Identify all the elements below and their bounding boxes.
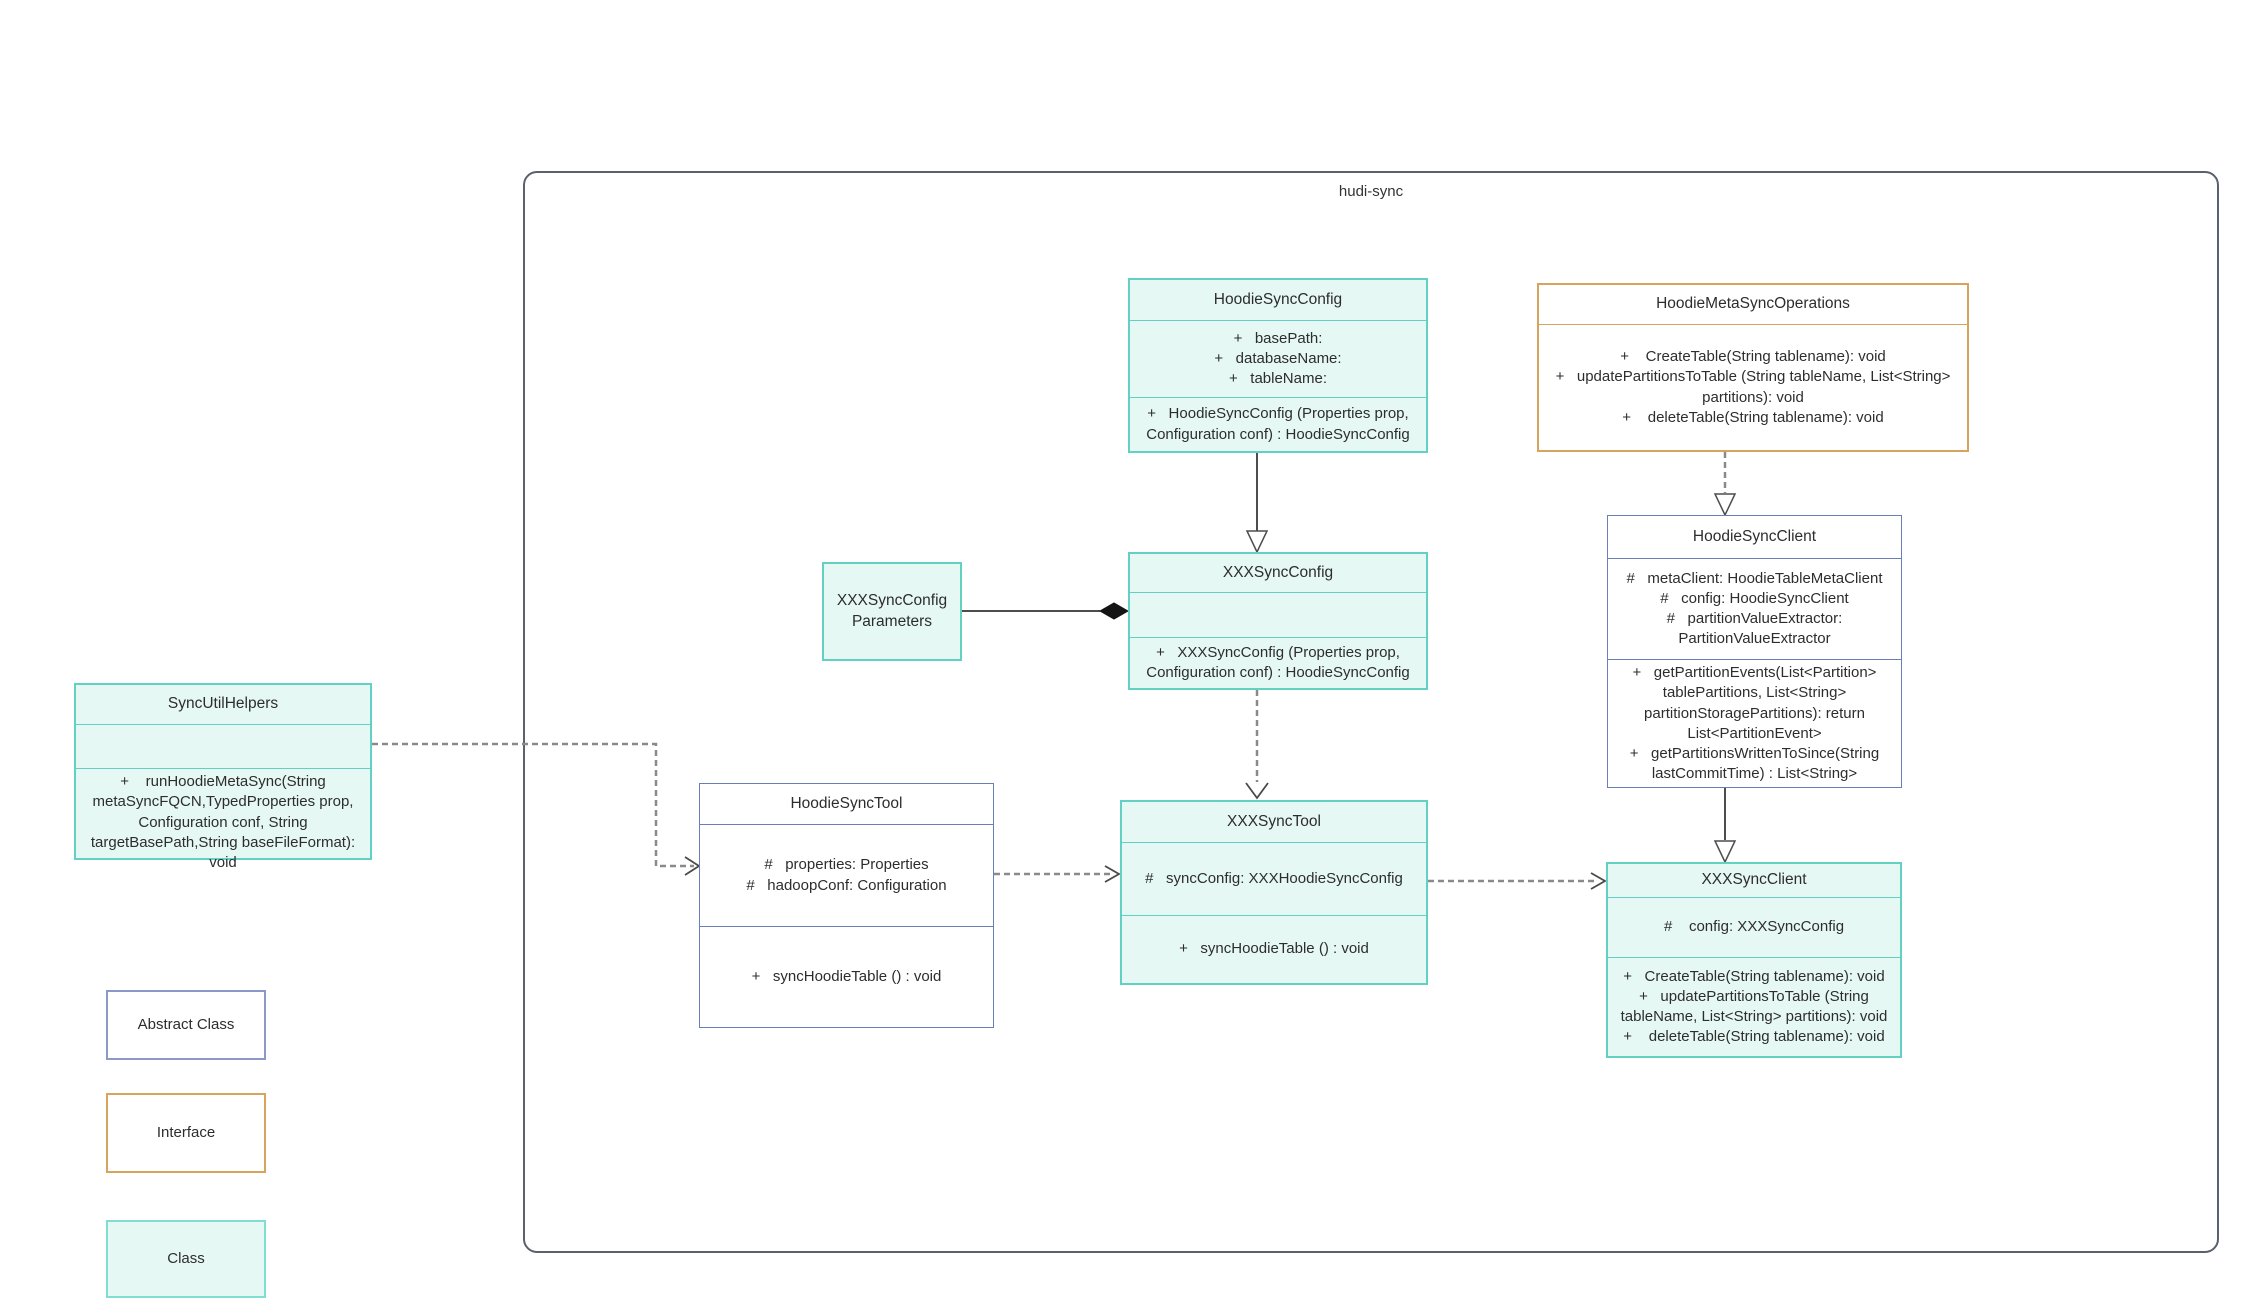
class-xxx-sync-config: XXXSyncConfig + XXXSyncConfig (Propertie… <box>1128 552 1428 690</box>
attribute: # hadoopConf: Configuration <box>746 876 947 894</box>
class-methods: + CreateTable(String tablename): void + … <box>1608 957 1900 1056</box>
class-methods: + runHoodieMetaSync(String metaSyncFQCN,… <box>76 768 370 876</box>
class-title-row: XXXSyncConfig <box>1130 554 1426 592</box>
class-title: XXXSyncConfigParameters <box>836 591 948 630</box>
class-title: SyncUtilHelpers <box>167 695 279 713</box>
class-sync-util-helpers: SyncUtilHelpers + runHoodieMetaSync(Stri… <box>74 683 372 871</box>
legend-class: Class <box>106 1220 266 1298</box>
class-title: HoodieSyncClient <box>1692 527 1817 545</box>
method: + HoodieSyncConfig (Properties prop, Con… <box>1146 405 1413 443</box>
class-title: HoodieSyncConfig <box>1213 290 1343 308</box>
method: + runHoodieMetaSync(String metaSyncFQCN,… <box>90 773 360 871</box>
interface-hoodie-meta-sync-operations: HoodieMetaSyncOperations + CreateTable(S… <box>1537 283 1969 452</box>
method: + syncHoodieTable () : void <box>751 967 942 985</box>
class-title-row: HoodieMetaSyncOperations <box>1539 285 1967 324</box>
class-attributes: # config: XXXSyncConfig <box>1608 897 1900 957</box>
class-attributes: # metaClient: HoodieTableMetaClient # co… <box>1608 558 1901 659</box>
class-xxx-sync-config-parameters: XXXSyncConfigParameters <box>822 562 962 661</box>
attribute: + basePath: <box>1233 329 1323 347</box>
legend-label: Class <box>167 1249 205 1267</box>
abstract-class-hoodie-sync-tool: HoodieSyncTool # properties: Properties … <box>699 783 994 1028</box>
method: + getPartitionEvents(List<Partition> tab… <box>1632 664 1881 742</box>
class-title-row: SyncUtilHelpers <box>76 685 370 724</box>
class-title-row: XXXSyncClient <box>1608 864 1900 897</box>
attribute: + tableName: <box>1229 370 1327 388</box>
attribute: # partitionValueExtractor: PartitionValu… <box>1666 610 1847 648</box>
class-attributes: + basePath: + databaseName: + tableName: <box>1130 320 1426 397</box>
class-title: HoodieSyncTool <box>790 794 903 812</box>
class-xxx-sync-tool: XXXSyncTool # syncConfig: XXXHoodieSyncC… <box>1120 800 1428 985</box>
attribute: + databaseName: <box>1214 349 1342 367</box>
class-methods: + syncHoodieTable () : void <box>1122 915 1426 983</box>
attribute: # config: HoodieSyncClient <box>1660 589 1849 607</box>
class-methods: + syncHoodieTable () : void <box>700 926 993 1027</box>
legend-abstract-class: Abstract Class <box>106 990 266 1060</box>
method: + updatePartitionsToTable (String tableN… <box>1620 987 1888 1025</box>
container-title: hudi-sync <box>1338 183 1404 200</box>
class-title-row: HoodieSyncTool <box>700 784 993 824</box>
class-title: HoodieMetaSyncOperations <box>1656 295 1850 313</box>
class-hoodie-sync-config: HoodieSyncConfig + basePath: + databaseN… <box>1128 278 1428 453</box>
class-title-row: XXXSyncConfigParameters <box>824 564 960 659</box>
attribute: # syncConfig: XXXHoodieSyncConfig <box>1145 869 1403 887</box>
class-title-row: XXXSyncTool <box>1122 802 1426 842</box>
method: + CreateTable(String tablename): void <box>1623 967 1885 985</box>
class-attributes: # properties: Properties # hadoopConf: C… <box>700 824 993 926</box>
legend-label: Interface <box>156 1123 216 1141</box>
method: + syncHoodieTable () : void <box>1179 940 1369 958</box>
method: + updatePartitionsToTable (String tableN… <box>1555 368 1955 406</box>
attribute: # properties: Properties <box>764 856 929 874</box>
class-title: XXXSyncClient <box>1701 871 1807 889</box>
class-title: XXXSyncConfig <box>1222 563 1334 581</box>
attribute: # metaClient: HoodieTableMetaClient <box>1626 569 1883 587</box>
hudi-sync-container <box>523 171 2219 1253</box>
class-methods: + getPartitionEvents(List<Partition> tab… <box>1608 659 1901 788</box>
method: + deleteTable(String tablename): void <box>1622 408 1884 426</box>
abstract-class-hoodie-sync-client: HoodieSyncClient # metaClient: HoodieTab… <box>1607 515 1902 788</box>
method: + CreateTable(String tablename): void <box>1620 348 1886 365</box>
class-methods: + CreateTable(String tablename): void + … <box>1539 324 1967 450</box>
class-title-row: HoodieSyncClient <box>1608 516 1901 558</box>
method: + XXXSyncConfig (Properties prop, Config… <box>1146 643 1410 681</box>
class-title-row: HoodieSyncConfig <box>1130 280 1426 320</box>
attribute: # config: XXXSyncConfig <box>1663 918 1845 936</box>
method: + deleteTable(String tablename): void <box>1623 1028 1885 1046</box>
class-xxx-sync-client: XXXSyncClient # config: XXXSyncConfig + … <box>1606 862 1902 1058</box>
class-attributes: # syncConfig: XXXHoodieSyncConfig <box>1122 842 1426 915</box>
class-methods: + XXXSyncConfig (Properties prop, Config… <box>1130 637 1426 688</box>
class-title: XXXSyncTool <box>1227 812 1321 830</box>
legend-interface: Interface <box>106 1093 266 1173</box>
class-attributes <box>1130 592 1426 637</box>
class-methods: + HoodieSyncConfig (Properties prop, Con… <box>1130 397 1426 451</box>
class-attributes <box>76 724 370 768</box>
method: + getPartitionsWrittenToSince(String las… <box>1629 745 1884 783</box>
legend-label: Abstract Class <box>137 1015 235 1033</box>
